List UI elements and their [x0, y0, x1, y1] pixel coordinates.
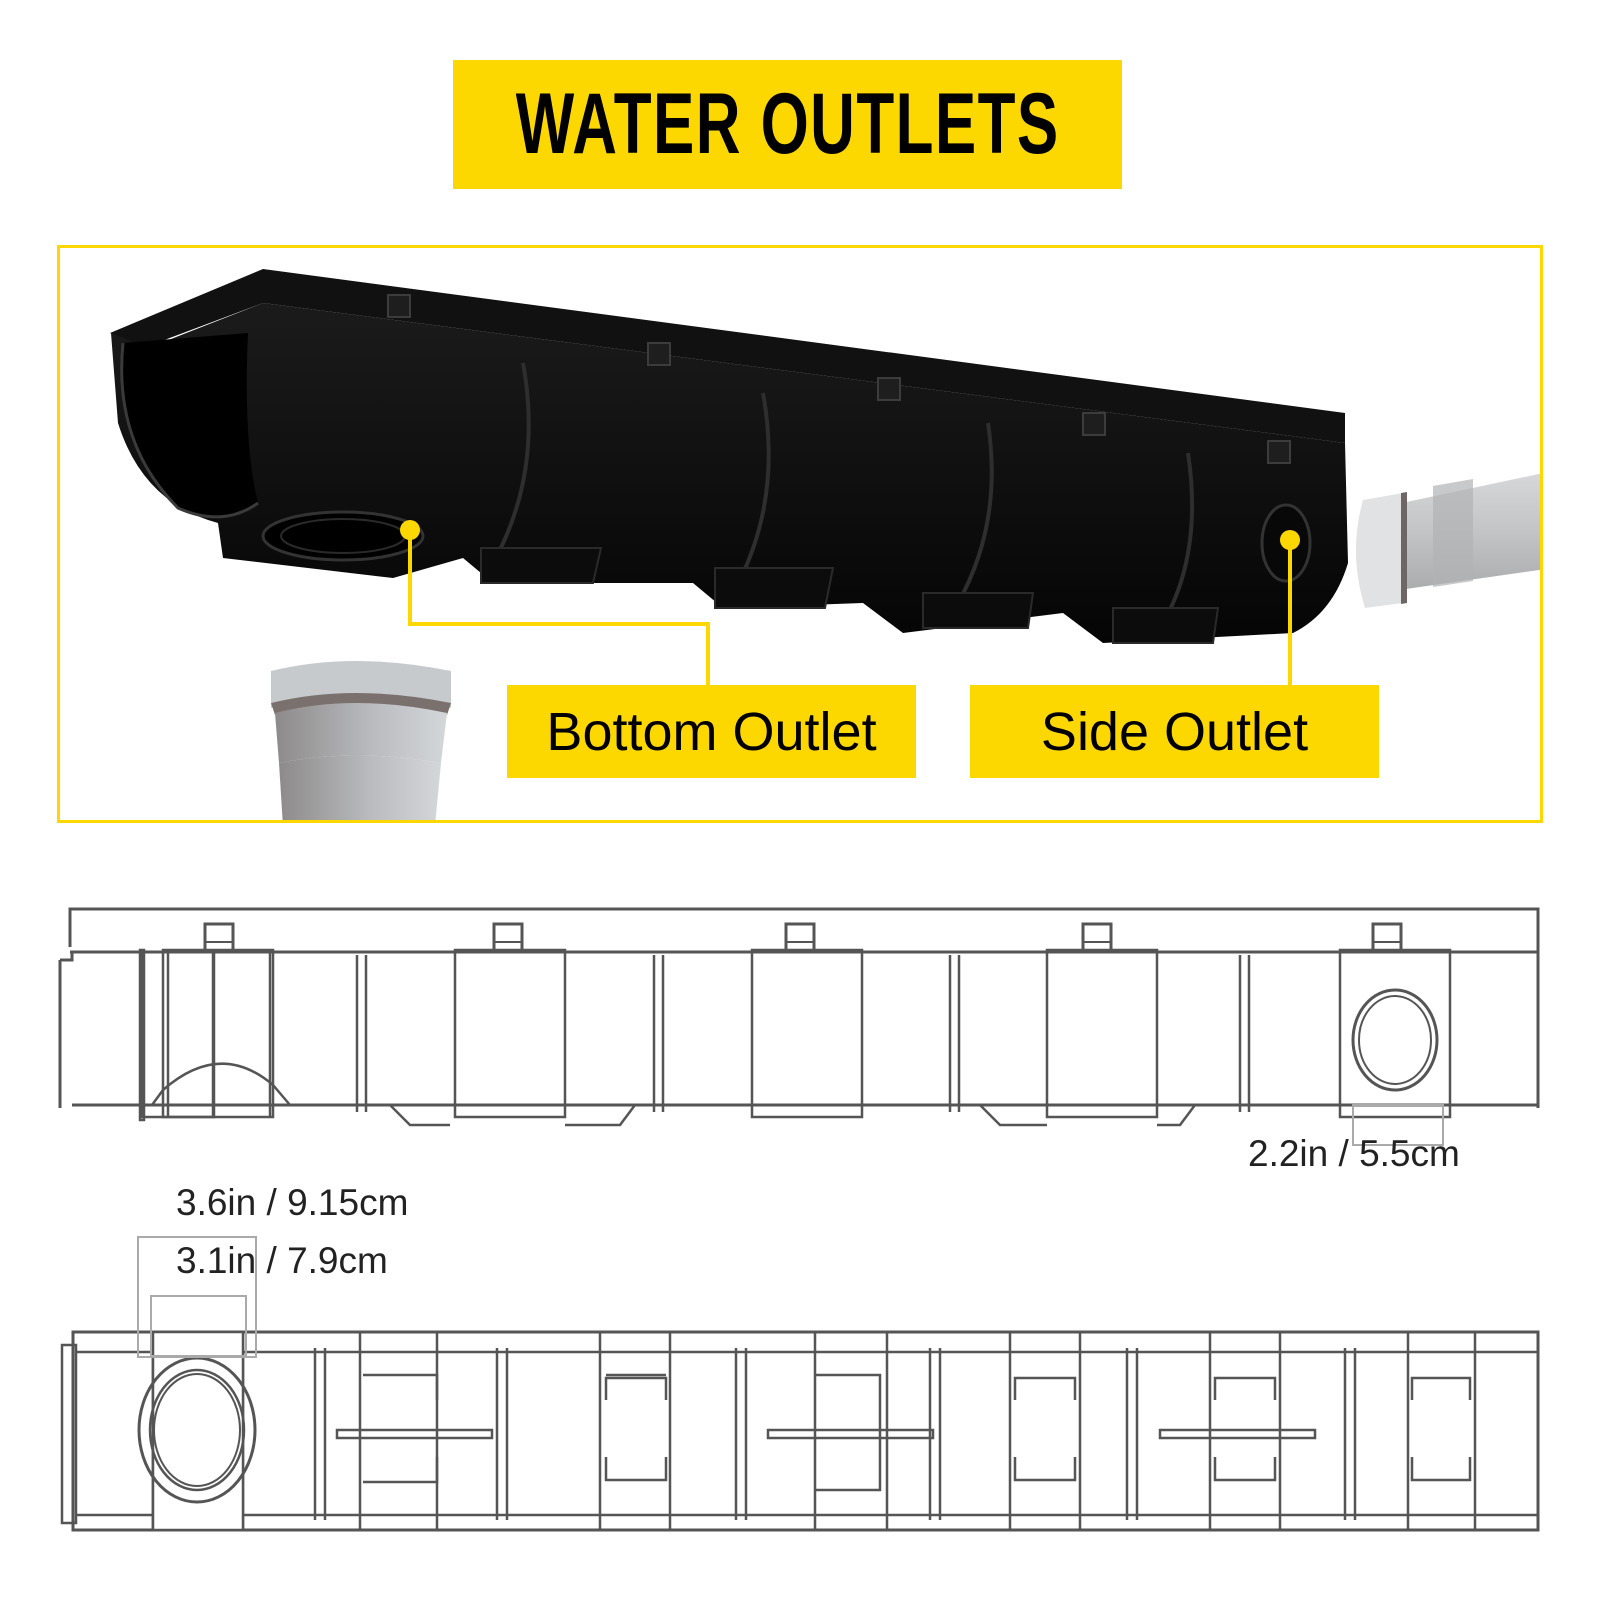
bottom-outlet-marker [400, 520, 420, 540]
side-pipe [1355, 473, 1540, 608]
callout-leaders [408, 530, 1292, 685]
callout-side-outlet: Side Outlet [970, 685, 1379, 778]
page-title: WATER OUTLETS [515, 76, 1060, 172]
bottom-outlet-inner-dimension: 3.1in / 7.9cm [176, 1240, 388, 1281]
drain-channel-illustration [110, 269, 1540, 820]
bottom-view-drawing [60, 1236, 1540, 1532]
callout-bottom-outlet: Bottom Outlet [507, 685, 916, 778]
product-photo-panel: Bottom Outlet Side Outlet [57, 245, 1543, 823]
bottom-outlet-outer-dimension: 3.6in / 9.15cm [176, 1182, 409, 1223]
callout-side-outlet-label: Side Outlet [1040, 701, 1309, 762]
side-outlet-marker [1280, 530, 1300, 550]
top-clips [203, 922, 1403, 954]
callout-bottom-outlet-label: Bottom Outlet [546, 701, 877, 762]
side-outlet-dimension: 2.2in / 5.5cm [1248, 1133, 1460, 1174]
side-view-drawing [58, 907, 1540, 1146]
bottom-pipe [271, 661, 451, 820]
title-banner: WATER OUTLETS [453, 60, 1122, 189]
drain-body [110, 269, 1348, 644]
